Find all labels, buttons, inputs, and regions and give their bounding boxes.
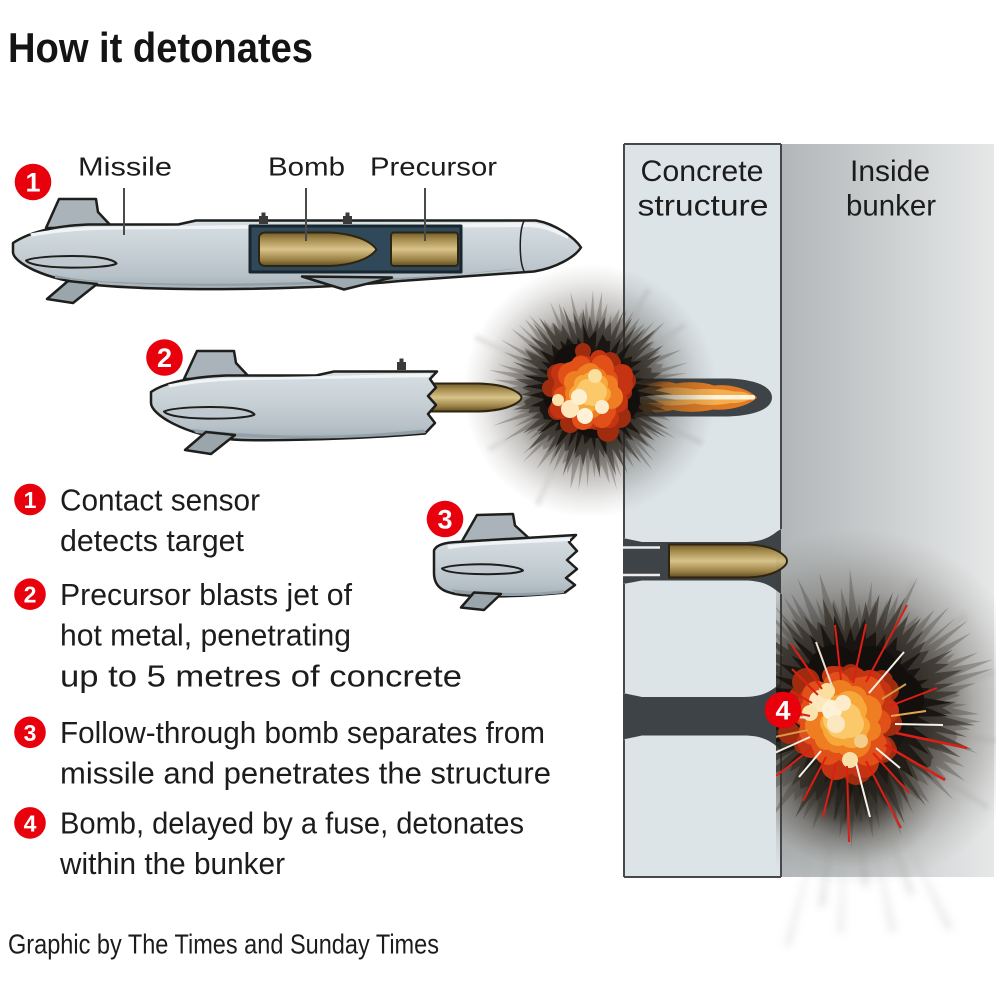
svg-text:Graphic by The Times and Sunda: Graphic by The Times and Sunday Times	[8, 928, 439, 959]
svg-text:detects target: detects target	[60, 523, 244, 558]
svg-text:within the bunker: within the bunker	[59, 846, 285, 881]
svg-text:Missile: Missile	[78, 152, 172, 182]
svg-text:1: 1	[24, 487, 37, 513]
svg-text:bunker: bunker	[846, 190, 936, 223]
svg-text:Follow-through bomb separates: Follow-through bomb separates from	[60, 715, 545, 750]
svg-text:Contact sensor: Contact sensor	[60, 482, 260, 517]
svg-text:structure: structure	[638, 190, 769, 223]
svg-text:3: 3	[437, 505, 452, 535]
svg-text:Inside: Inside	[850, 155, 930, 188]
svg-text:Concrete: Concrete	[641, 155, 764, 188]
svg-text:hot metal, penetrating: hot metal, penetrating	[60, 617, 351, 652]
svg-text:Bomb, delayed by a fuse, deton: Bomb, delayed by a fuse, detonates	[60, 806, 524, 841]
svg-text:How it detonates: How it detonates	[8, 24, 313, 71]
svg-text:Precursor: Precursor	[370, 152, 497, 182]
svg-text:4: 4	[775, 696, 790, 726]
svg-text:missile and penetrates the str: missile and penetrates the structure	[60, 756, 551, 791]
svg-text:1: 1	[25, 168, 40, 198]
svg-text:2: 2	[24, 582, 37, 608]
svg-text:up to 5 metres of concrete: up to 5 metres of concrete	[60, 658, 462, 693]
svg-text:2: 2	[157, 343, 172, 373]
svg-text:4: 4	[24, 810, 37, 836]
svg-text:Precursor blasts jet of: Precursor blasts jet of	[60, 577, 352, 612]
svg-text:3: 3	[24, 720, 37, 746]
svg-text:Bomb: Bomb	[268, 152, 345, 182]
